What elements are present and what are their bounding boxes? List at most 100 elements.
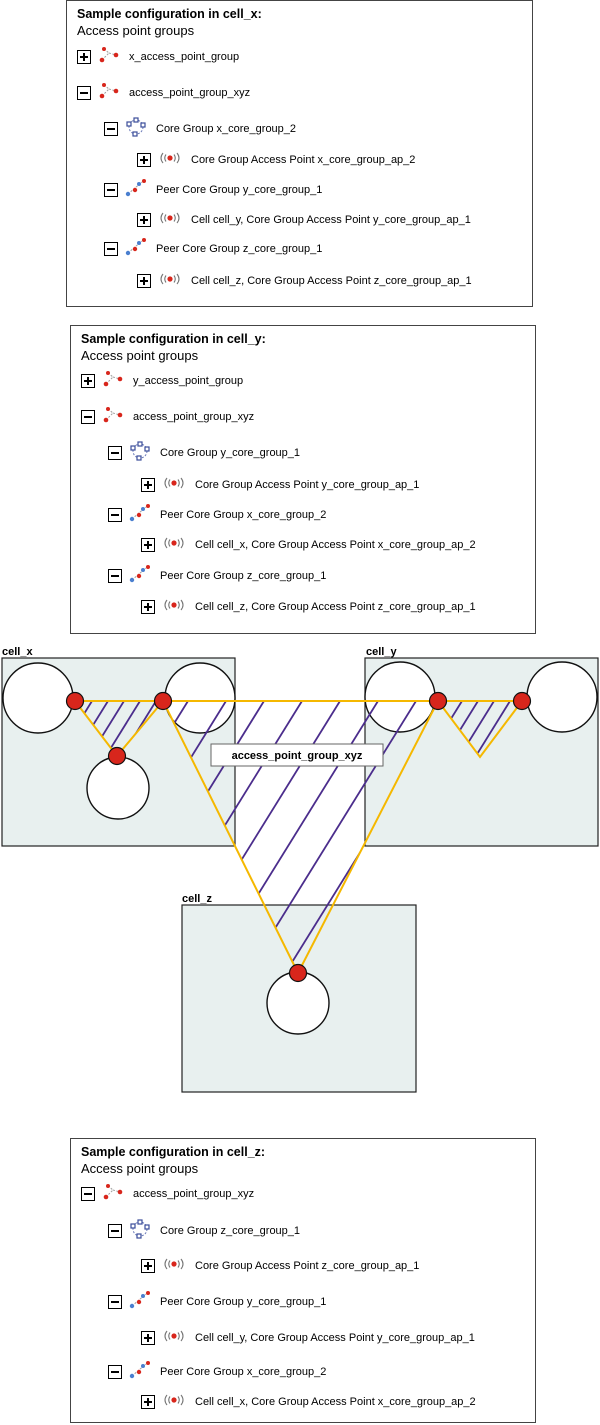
panel-title: Sample configuration in cell_x: — [77, 7, 262, 21]
config-panel-cell-x: Sample configuration in cell_x: Access p… — [66, 0, 533, 307]
tree-row-peer-access-point-x[interactable]: Cell cell_x, Core Group Access Point x_c… — [141, 535, 476, 555]
panel-title: Sample configuration in cell_z: — [81, 1145, 266, 1159]
cell-z-label: cell_z — [182, 893, 212, 905]
tree-row-label: Peer Core Group x_core_group_2 — [160, 509, 327, 521]
tree-row-label: y_access_point_group — [133, 375, 244, 387]
tree-row-peer-core-group-y[interactable]: Peer Core Group y_core_group_1 — [108, 1290, 327, 1312]
tree-row-label: Cell cell_x, Core Group Access Point x_c… — [195, 539, 476, 551]
tree-row-peer-core-group-z[interactable]: Peer Core Group z_core_group_1 — [108, 564, 327, 589]
tree-row-peer-access-point-y[interactable]: Cell cell_y, Core Group Access Point y_c… — [141, 1328, 475, 1348]
collapse-icon[interactable] — [108, 1224, 122, 1238]
collapse-icon[interactable] — [81, 1187, 95, 1201]
expand-icon[interactable] — [141, 1331, 155, 1345]
tree-row-label: Cell cell_z, Core Group Access Point z_c… — [195, 601, 476, 613]
tree-row-peer-core-group-y[interactable]: Peer Core Group y_core_group_1 — [104, 178, 322, 203]
access-point-x-left — [65, 691, 85, 711]
tree-row-label: Peer Core Group y_core_group_1 — [160, 1296, 327, 1308]
tree-row-label: Peer Core Group z_core_group_1 — [156, 243, 323, 255]
cell-y-core-circle-left — [364, 661, 436, 733]
tree-row-core-group[interactable]: Core Group x_core_group_2 — [104, 116, 296, 142]
expand-icon[interactable] — [141, 478, 155, 492]
peer-core-group-icon — [128, 564, 152, 589]
tree-row-peer-access-point-z[interactable]: Cell cell_z, Core Group Access Point z_c… — [141, 597, 476, 617]
tree-row-y-access-point-group[interactable]: y_access_point_group — [81, 370, 244, 391]
collapse-icon[interactable] — [108, 1295, 122, 1309]
collapse-icon[interactable] — [108, 569, 122, 583]
tree-row-peer-access-point-x[interactable]: Cell cell_x, Core Group Access Point x_c… — [141, 1392, 476, 1412]
access-point-group-xyz-triangle — [161, 700, 440, 976]
tree-row-peer-core-group-x[interactable]: Peer Core Group x_core_group_2 — [108, 1360, 327, 1385]
collapse-icon[interactable] — [104, 122, 118, 136]
cell-x-core-circle-left — [2, 662, 74, 734]
tree-row-label: Cell cell_y, Core Group Access Point y_c… — [191, 214, 471, 226]
tree-row-peer-core-group-x[interactable]: Peer Core Group x_core_group_2 — [108, 503, 327, 528]
core-group-icon — [124, 116, 148, 142]
tree-row-peer-core-group-z[interactable]: Peer Core Group z_core_group_1 — [104, 237, 323, 262]
tree-row-label: access_point_group_xyz — [133, 411, 255, 423]
expand-icon[interactable] — [137, 153, 151, 167]
core-group-icon — [128, 1218, 152, 1244]
peer-core-group-icon — [124, 237, 148, 262]
apg-icon — [97, 45, 121, 70]
hatch-line — [163, 701, 227, 973]
tree-row-core-group[interactable]: Core Group z_core_group_1 — [108, 1218, 301, 1244]
tree-row-label: Cell cell_x, Core Group Access Point x_c… — [195, 1396, 476, 1408]
cell-x-core-circle-bottom — [86, 756, 150, 820]
collapse-icon[interactable] — [77, 86, 91, 100]
access-point-icon — [161, 1326, 187, 1351]
collapse-icon[interactable] — [108, 508, 122, 522]
collapse-icon[interactable] — [104, 242, 118, 256]
access-point-icon — [157, 208, 183, 233]
apg-icon — [97, 81, 121, 106]
expand-icon[interactable] — [81, 374, 95, 388]
access-point-icon — [157, 269, 183, 294]
expand-icon[interactable] — [137, 213, 151, 227]
panel-title: Sample configuration in cell_y: — [81, 332, 266, 346]
expand-icon[interactable] — [137, 274, 151, 288]
tree-row-core-group-access-point[interactable]: Core Group Access Point y_core_group_ap_… — [141, 475, 419, 495]
collapse-icon[interactable] — [81, 410, 95, 424]
tree-row-label: Core Group Access Point x_core_group_ap_… — [191, 154, 416, 166]
access-point-icon — [161, 1254, 187, 1279]
access-point-icon — [161, 1390, 187, 1415]
cell-y-label: cell_y — [366, 646, 397, 658]
collapse-icon[interactable] — [108, 446, 122, 460]
expand-icon[interactable] — [141, 1395, 155, 1409]
peer-core-group-icon — [128, 1360, 152, 1385]
core-group-y-triangle — [436, 700, 524, 759]
panel-subtitle: Access point groups — [77, 23, 195, 38]
panel-subtitle: Access point groups — [81, 348, 199, 363]
expand-icon[interactable] — [141, 538, 155, 552]
group-label-box — [210, 743, 384, 767]
cell-x-label: cell_x — [2, 646, 33, 658]
tree-row-access-point-group-xyz[interactable]: access_point_group_xyz — [81, 406, 255, 427]
tree-row-label: Peer Core Group x_core_group_2 — [160, 1366, 327, 1378]
tree-row-access-point-group-xyz[interactable]: access_point_group_xyz — [77, 81, 250, 106]
tree-row-label: Cell cell_y, Core Group Access Point y_c… — [195, 1332, 475, 1344]
tree-row-x-access-point-group[interactable]: x_access_point_group — [77, 45, 240, 70]
tree-row-access-point-group-xyz[interactable]: access_point_group_xyz — [81, 1183, 254, 1204]
peer-core-group-icon — [124, 178, 148, 203]
tree-row-peer-access-point-z[interactable]: Cell cell_z, Core Group Access Point z_c… — [137, 271, 472, 291]
tree-row-core-group-access-point[interactable]: Core Group Access Point x_core_group_ap_… — [137, 150, 415, 170]
tree-row-label: Cell cell_z, Core Group Access Point z_c… — [191, 275, 472, 287]
expand-icon[interactable] — [141, 600, 155, 614]
access-point-y-left — [428, 691, 448, 711]
tree-row-label: Core Group y_core_group_1 — [160, 447, 301, 459]
collapse-icon[interactable] — [108, 1365, 122, 1379]
expand-icon[interactable] — [141, 1259, 155, 1273]
access-point-x-right — [153, 691, 173, 711]
tree-row-label: Peer Core Group z_core_group_1 — [160, 570, 327, 582]
tree-row-peer-access-point-y[interactable]: Cell cell_y, Core Group Access Point y_c… — [137, 210, 471, 230]
expand-icon[interactable] — [77, 50, 91, 64]
tree-row-core-group[interactable]: Core Group y_core_group_1 — [108, 440, 301, 466]
access-point-icon — [157, 148, 183, 173]
collapse-icon[interactable] — [104, 183, 118, 197]
access-point-z — [288, 963, 308, 983]
tree-row-core-group-access-point[interactable]: Core Group Access Point z_core_group_ap_… — [141, 1256, 419, 1276]
peer-core-group-icon — [128, 503, 152, 528]
core-group-icon — [128, 440, 152, 466]
tree-row-label: x_access_point_group — [129, 51, 240, 63]
tree-row-label: Core Group z_core_group_1 — [160, 1225, 301, 1237]
panel-subtitle: Access point groups — [81, 1161, 199, 1176]
